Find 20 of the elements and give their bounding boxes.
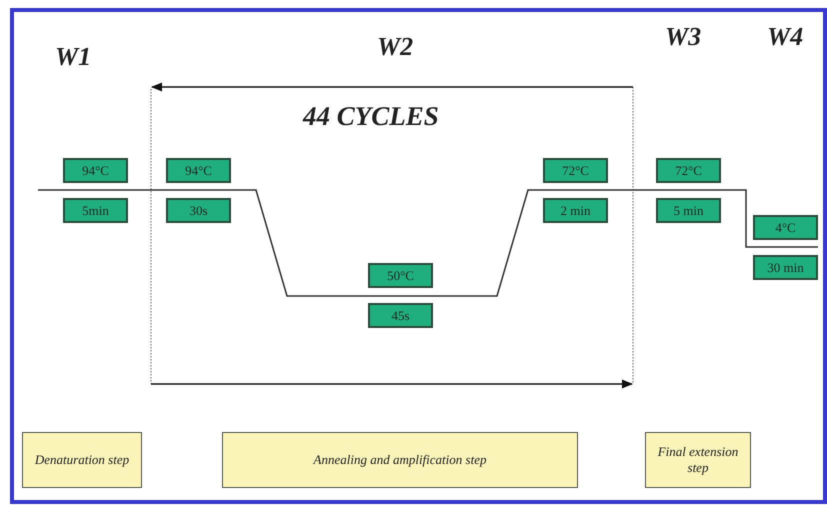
setting-box: 72°C	[543, 158, 608, 183]
phase-label: W1	[55, 42, 92, 72]
setting-box: 94°C	[166, 158, 231, 183]
setting-box: 30 min	[753, 255, 818, 280]
phase-label: W2	[377, 32, 414, 62]
step-box: Annealing and amplification step	[222, 432, 578, 488]
setting-box: 5min	[63, 198, 128, 223]
setting-box: 30s	[166, 198, 231, 223]
setting-box: 45s	[368, 303, 433, 328]
setting-box: 4°C	[753, 215, 818, 240]
step-box: Final extension step	[645, 432, 751, 488]
step-box: Denaturation step	[22, 432, 142, 488]
setting-box: 72°C	[656, 158, 721, 183]
phase-label: W3	[665, 22, 702, 52]
phase-label: W4	[767, 22, 804, 52]
setting-box: 94°C	[63, 158, 128, 183]
cycle-count-label: 44 CYCLES	[303, 101, 439, 132]
setting-box: 50°C	[368, 263, 433, 288]
setting-box: 2 min	[543, 198, 608, 223]
setting-box: 5 min	[656, 198, 721, 223]
